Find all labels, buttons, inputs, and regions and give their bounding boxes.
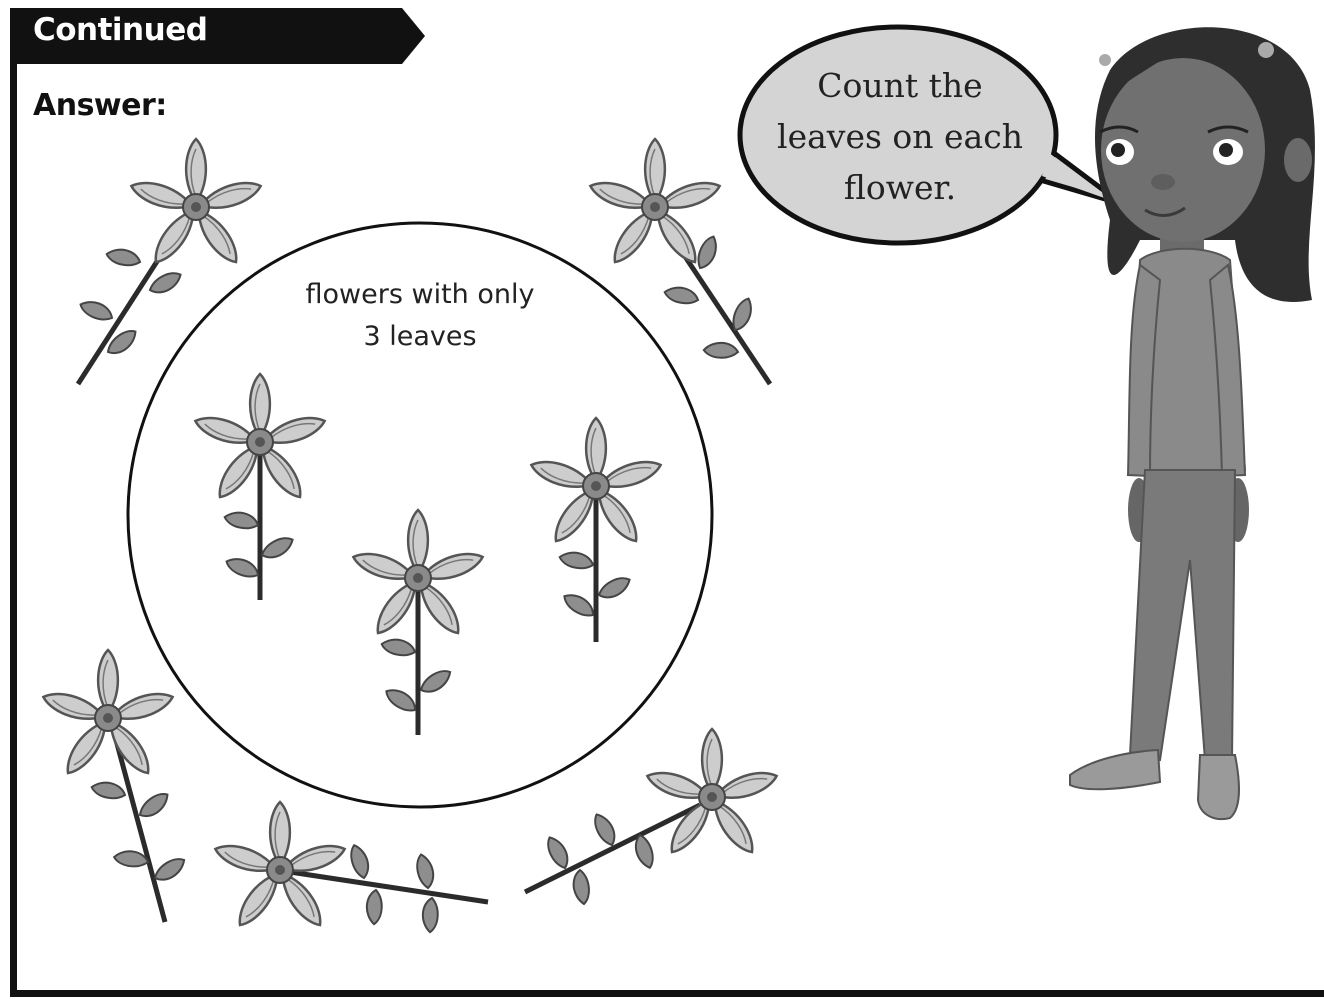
flower-inside-left — [192, 374, 327, 600]
flower-inside-middle — [350, 510, 485, 735]
flower-top-left — [78, 139, 264, 384]
flower-top-right — [587, 139, 770, 384]
flower-inside-right — [528, 418, 663, 642]
girl-character — [1070, 27, 1315, 819]
flower-bottom-middle — [212, 802, 488, 933]
speech-bubble-text: Count the leaves on each flower. — [770, 60, 1030, 213]
flower-bottom-right — [525, 729, 780, 904]
flower-bottom-left — [40, 650, 188, 922]
circle-label: flowers with only 3 leaves — [300, 274, 540, 358]
